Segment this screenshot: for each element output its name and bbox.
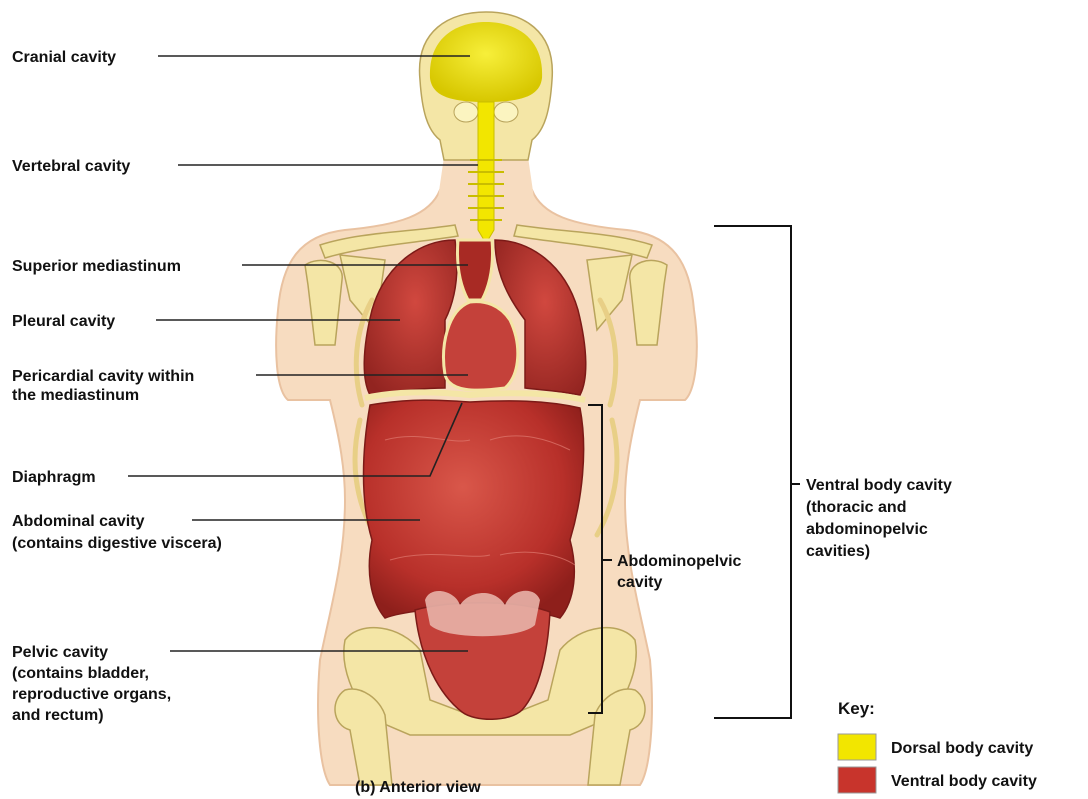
label-abdominal-line2: (contains digestive viscera) (12, 535, 222, 552)
label-abdominal-line1: Abdominal cavity (12, 513, 145, 530)
label-cranial-cavity: Cranial cavity (12, 49, 116, 66)
ventral-bracket (714, 226, 791, 718)
label-pelvic-line2: (contains bladder, (12, 665, 149, 682)
label-superior-mediastinum: Superior mediastinum (12, 258, 181, 275)
label-diaphragm: Diaphragm (12, 469, 96, 486)
label-pleural-cavity: Pleural cavity (12, 313, 115, 330)
label-ventral-line2: (thoracic and (806, 499, 906, 516)
abdominal-cavity (364, 400, 584, 618)
pericardial-cavity (444, 302, 518, 391)
legend: Key: Dorsal body cavity Ventral body cav… (838, 699, 1037, 793)
legend-swatch-ventral (838, 767, 876, 793)
label-pelvic-line1: Pelvic cavity (12, 644, 108, 661)
label-pelvic-line3: reproductive organs, (12, 686, 171, 703)
pelvic-inlet (425, 591, 540, 637)
label-abdominopelvic-line1: Abdominopelvic (617, 553, 742, 570)
legend-swatch-dorsal (838, 734, 876, 760)
figure-caption: (b) Anterior view (355, 779, 481, 796)
legend-label-ventral: Ventral body cavity (891, 773, 1037, 790)
right-labels: Abdominopelvic cavity Ventral body cavit… (617, 477, 952, 591)
label-ventral-line3: abdominopelvic (806, 521, 928, 538)
legend-label-dorsal: Dorsal body cavity (891, 740, 1033, 757)
left-eye-socket (454, 102, 478, 122)
left-labels: Cranial cavity Vertebral cavity Superior… (12, 49, 222, 724)
legend-title: Key: (838, 699, 875, 718)
superior-mediastinum (457, 240, 492, 300)
label-pericardial-line2: the mediastinum (12, 387, 139, 404)
label-abdominopelvic-line2: cavity (617, 574, 662, 591)
label-ventral-line4: cavities) (806, 543, 870, 560)
label-ventral-line1: Ventral body cavity (806, 477, 952, 494)
label-vertebral-cavity: Vertebral cavity (12, 158, 130, 175)
label-pelvic-line4: and rectum) (12, 707, 104, 724)
label-pericardial-line1: Pericardial cavity within (12, 368, 194, 385)
right-eye-socket (494, 102, 518, 122)
